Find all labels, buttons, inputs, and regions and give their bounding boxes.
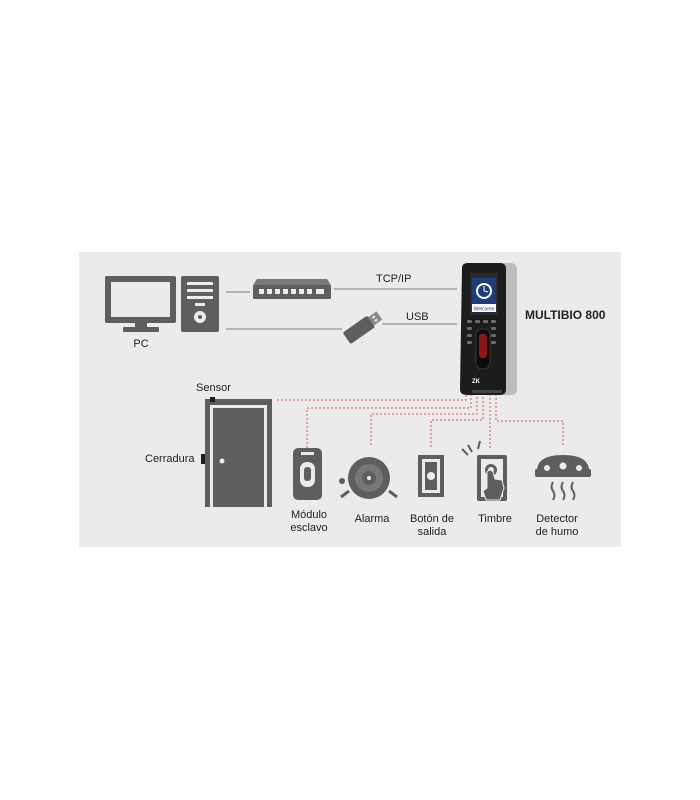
exit-button-icon: [418, 455, 444, 497]
tcpip-label: TCP/IP: [376, 273, 412, 285]
usb-wire: [226, 323, 457, 330]
doorbell-icon: [461, 440, 507, 501]
lock-icon: [201, 454, 205, 464]
bell-label: Timbre: [478, 513, 512, 525]
slave-module-icon: [293, 448, 322, 500]
door-icon: [201, 397, 272, 507]
network-switch-icon: [253, 279, 331, 299]
monitor-icon: [105, 276, 176, 332]
usb-stick-icon: [343, 311, 383, 344]
sensor-wire: [277, 390, 467, 401]
lock-label: Cerradura: [145, 453, 195, 465]
exit-button-label: Botón de salida: [409, 513, 455, 538]
brand-logo: ZK: [472, 379, 481, 385]
pc-label: PC: [133, 338, 149, 350]
slave-module-wire: [306, 390, 472, 448]
smoke-detector-icon: [535, 455, 591, 501]
slave-module-label: Módulo esclavo: [290, 509, 328, 534]
sensor-label: Sensor: [196, 382, 231, 394]
usb-label: USB: [406, 311, 429, 323]
smoke-detector-wire: [495, 390, 564, 447]
terminal-device-icon: Welcome ZK: [460, 263, 517, 395]
tcpip-wire: [226, 288, 457, 293]
alarm-wire: [370, 390, 478, 445]
smoke-detector-label: Detector de humo: [535, 513, 579, 538]
screen-caption: Welcome: [474, 307, 495, 313]
exit-button-wire: [430, 390, 484, 447]
alarm-siren-icon: [339, 457, 398, 499]
pc-tower-icon: [181, 276, 219, 332]
alarm-label: Alarma: [354, 513, 390, 525]
sensor-icon: [210, 397, 215, 402]
device-name: MULTIBIO 800: [525, 308, 606, 322]
